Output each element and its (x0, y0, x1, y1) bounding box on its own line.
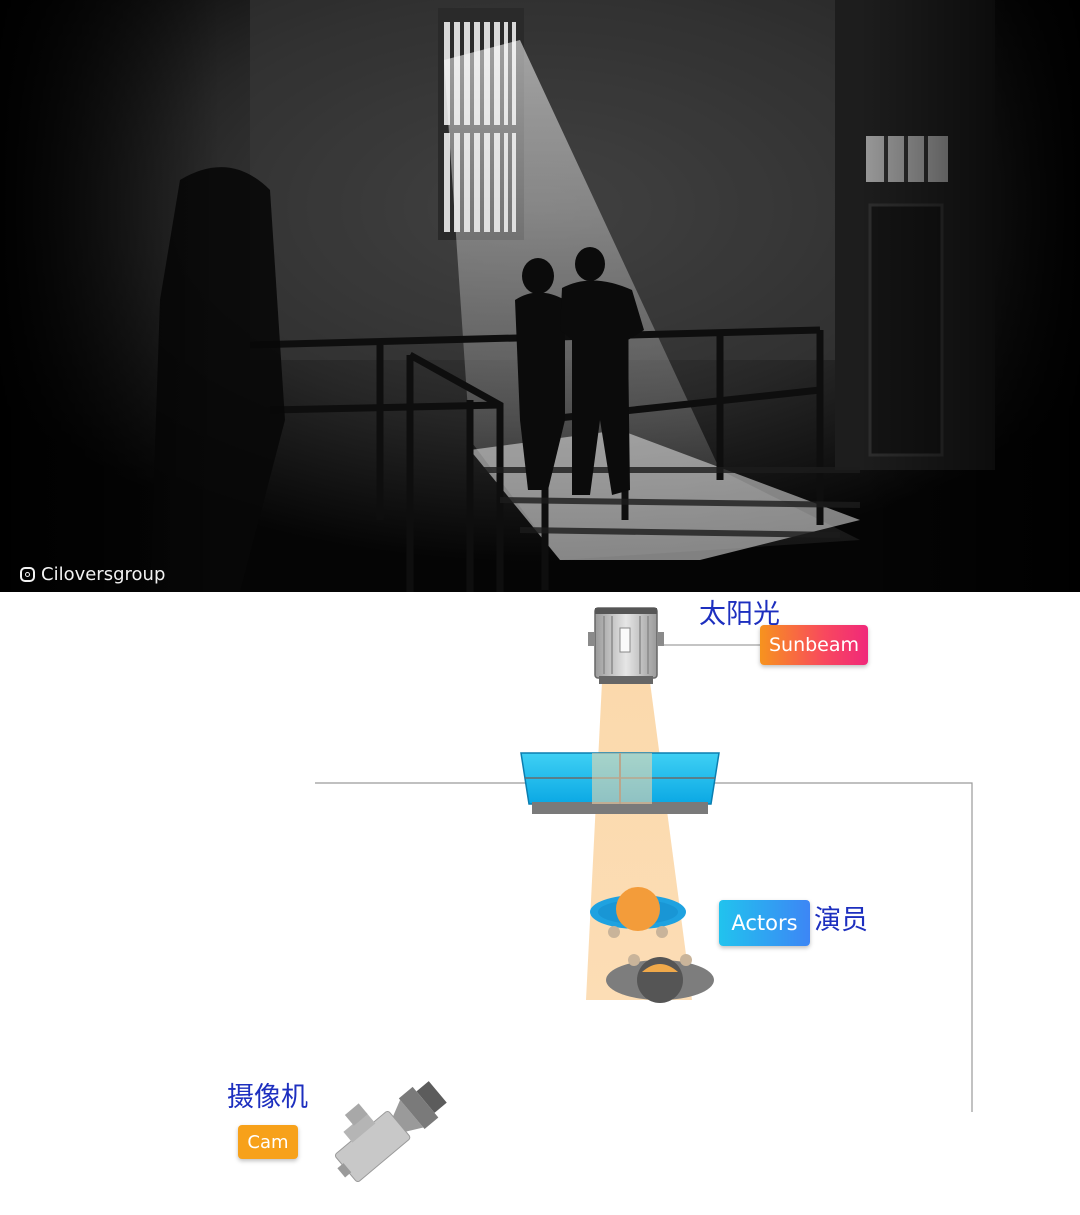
actors-cn-label: 演员 (814, 905, 868, 936)
spotlight-icon (588, 607, 664, 684)
diagram-canvas (315, 607, 973, 1183)
person-topdown-icon (606, 954, 714, 1003)
sunbeam-tag: Sunbeam (760, 625, 868, 665)
movie-camera-icon (334, 1081, 447, 1183)
actors-tag: Actors (719, 900, 810, 946)
actors-silhouette (515, 247, 644, 495)
window-topdown-icon (520, 752, 720, 814)
camera-tag: Cam (238, 1125, 298, 1159)
film-still-image (0, 0, 1080, 592)
person-topdown-icon (590, 887, 686, 938)
light-beam (586, 682, 692, 1000)
watermark: Ciloversgroup (20, 562, 165, 586)
sunbeam-cn-label: 太阳光 (699, 599, 780, 630)
lighting-diagram: 太阳光 Sunbeam Actors 演员 摄像机 Cam (0, 592, 1080, 1215)
film-still: Ciloversgroup (0, 0, 1080, 592)
instagram-icon (20, 566, 35, 582)
watermark-text: Ciloversgroup (41, 563, 166, 585)
camera-cn-label: 摄像机 (227, 1082, 308, 1113)
